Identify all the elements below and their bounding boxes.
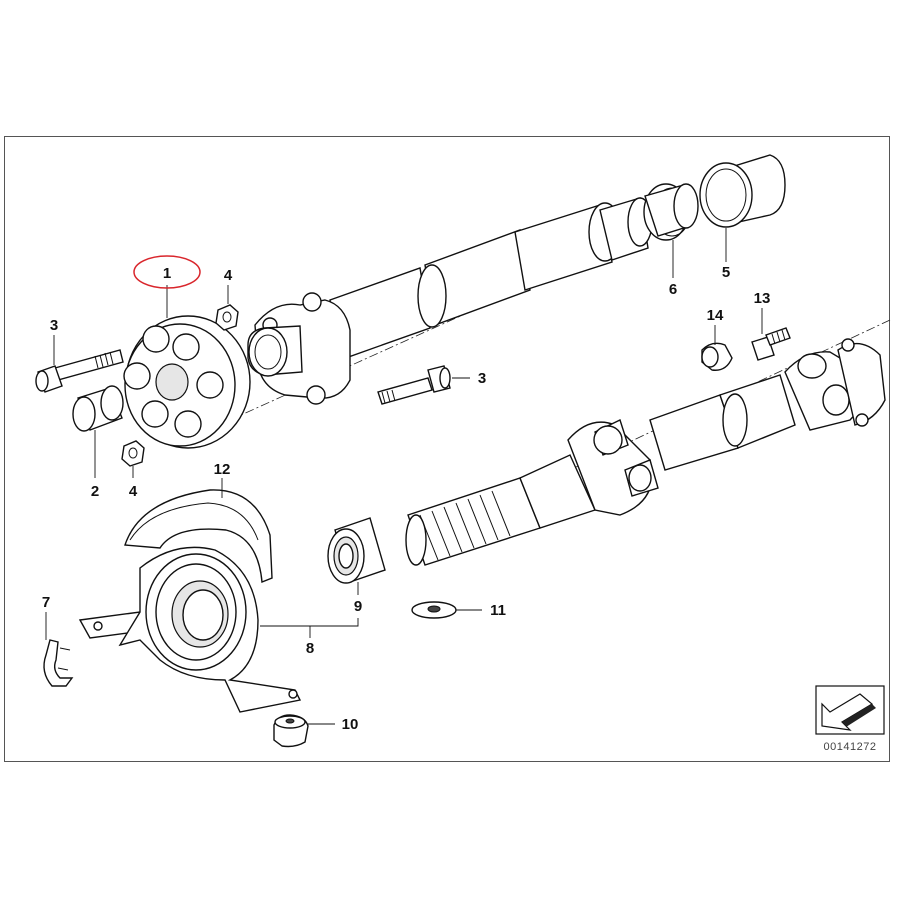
label-part-5: 5 [722,264,730,281]
part-4-nut-lower [121,440,145,467]
part-5-sleeve [699,154,786,228]
rear-driveshaft [405,319,891,566]
arrow-down-left-icon [815,685,885,735]
part-12-cover [124,489,273,583]
leader-lines [45,228,763,725]
part-2-sleeve [72,385,124,432]
part-3-bolt-right [377,365,451,405]
part-9-bearing [327,517,386,584]
highlight-circle-part-1 [133,255,201,289]
label-part-4-lower: 4 [129,483,138,500]
reference-code: 00141272 [824,741,877,753]
label-part-11: 11 [490,602,506,619]
label-part-8: 8 [306,640,314,657]
part-11-washer [411,601,457,619]
label-part-9: 9 [354,598,362,615]
label-part-14: 14 [707,307,724,324]
label-part-12: 12 [214,461,231,478]
label-part-3-right: 3 [478,370,486,387]
part-13-bolt [751,327,791,361]
label-part-7: 7 [42,594,50,611]
diagram-frame [4,136,890,762]
part-10-nut [273,714,309,748]
label-part-2: 2 [91,483,99,500]
part-3-bolt-left [35,349,124,393]
part-14-nut [701,342,733,371]
part-4-nut-upper [215,304,239,331]
part-6-bushing-ring [643,183,699,241]
part-8-center-bearing [78,546,302,713]
label-part-3-left: 3 [50,317,58,334]
label-part-13: 13 [754,290,771,307]
label-part-1: 1 [163,265,171,282]
label-part-4-upper: 4 [224,267,233,284]
part-1-flex-disc [123,315,251,449]
label-part-6: 6 [669,281,677,298]
part-7-clip [43,639,74,687]
label-part-10: 10 [342,716,359,733]
